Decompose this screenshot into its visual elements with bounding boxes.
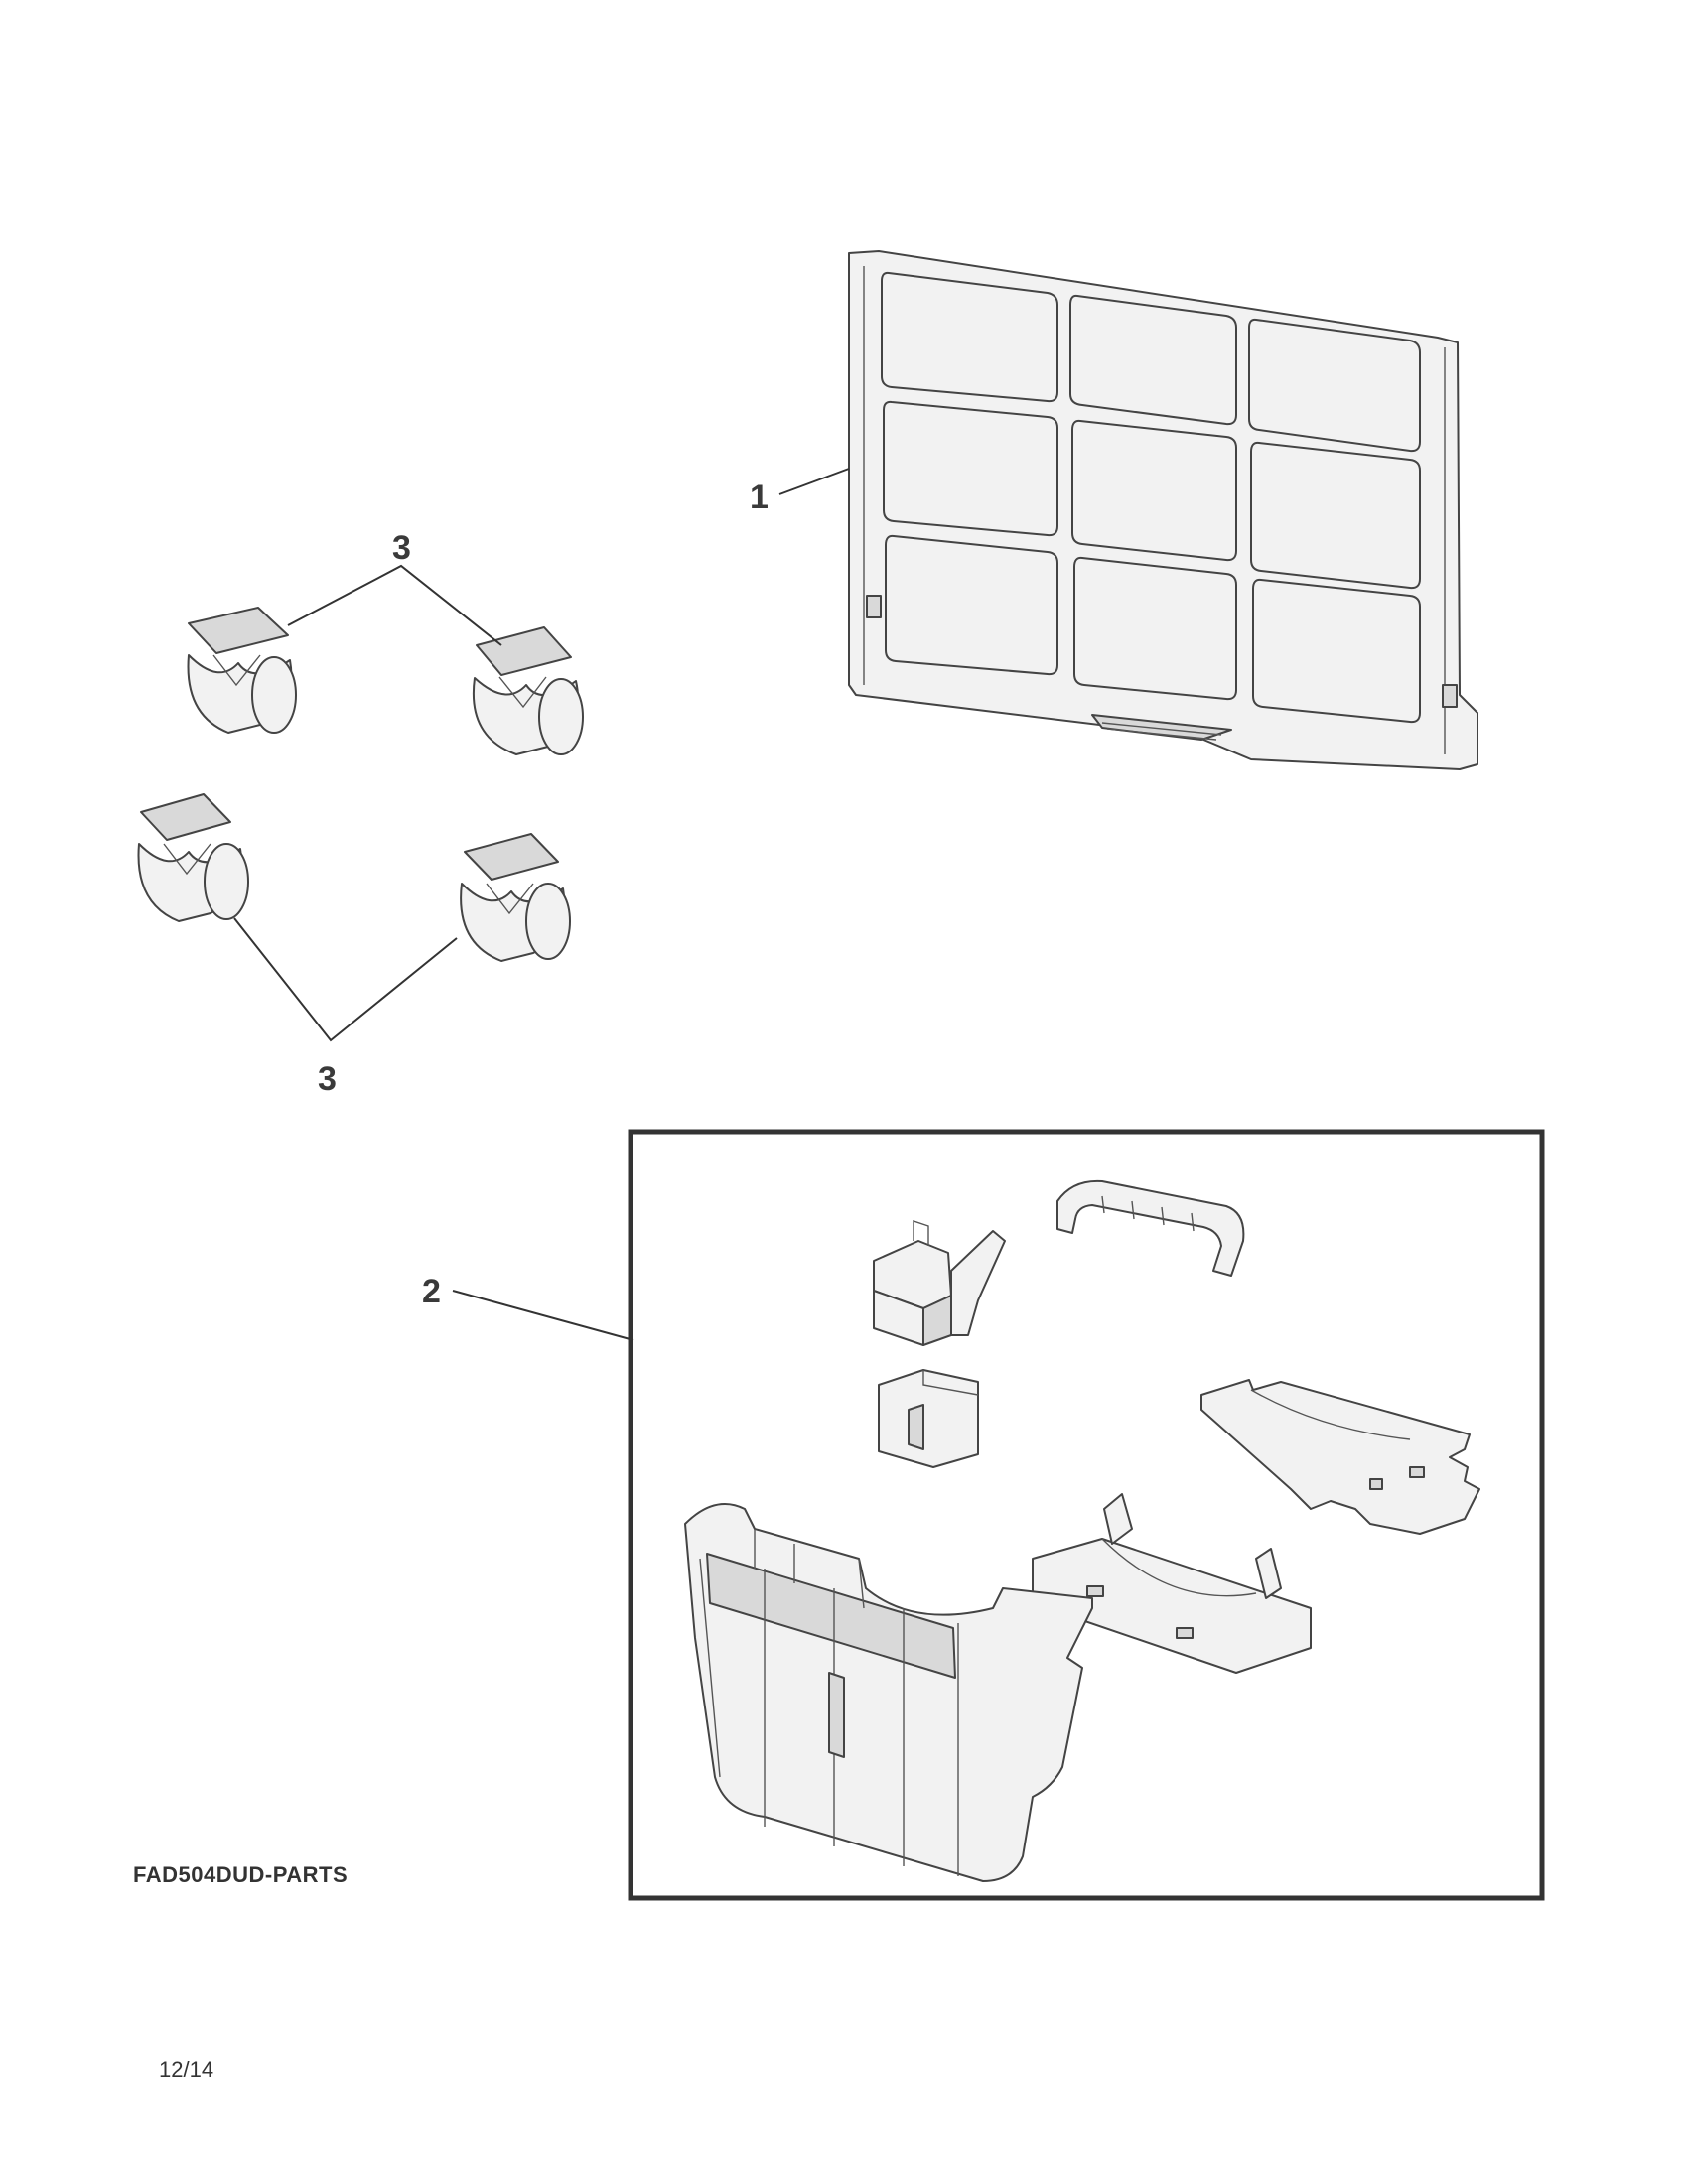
float-switch-assembly	[873, 1220, 1006, 1346]
caster-wheel-bottom-left	[137, 793, 249, 922]
bucket-cover-plate	[1200, 1379, 1480, 1535]
caster-wheel-top-right	[473, 626, 584, 755]
leader-line-3-bottom	[233, 917, 458, 1042]
page-date-label: 12/14	[159, 2057, 214, 2082]
bucket-handle	[1056, 1179, 1245, 1277]
foam-block	[878, 1369, 979, 1468]
leader-line-3-top	[287, 564, 502, 646]
model-code-label: FAD504DUD-PARTS	[133, 1862, 349, 1887]
callout-3-top: 3	[392, 529, 411, 567]
callout-3-bottom: 3	[318, 1060, 337, 1098]
callout-2: 2	[422, 1273, 441, 1310]
caster-wheel-top-left	[187, 607, 297, 734]
leader-line-1	[778, 468, 850, 495]
leader-line-2	[452, 1290, 634, 1341]
water-bucket	[684, 1503, 1093, 1882]
caster-wheel-bottom-right	[460, 833, 571, 962]
bucket-kit-frame	[628, 1129, 1545, 1901]
air-filter-part	[848, 250, 1478, 770]
callout-1: 1	[750, 478, 769, 516]
